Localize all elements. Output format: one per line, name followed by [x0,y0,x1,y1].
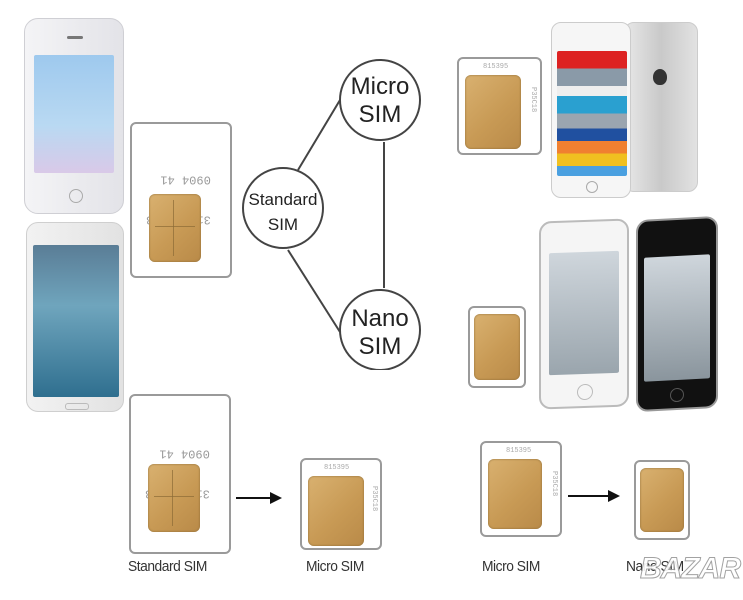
home-button [69,189,83,203]
phone-screen [33,245,119,397]
node-micro-label: Micro [351,73,410,100]
home-button [670,387,684,403]
phone-screen [34,55,114,173]
iphone-5-back [624,22,698,192]
caption-standard-sim: Standard SIM [128,558,207,575]
apple-logo-icon [653,69,667,85]
sim-chip [474,314,520,380]
sim-serial-line: 0904 41 [159,446,210,461]
phone-speaker [67,36,83,39]
standard-sim-card-convert: 3115Г47 3 0904 41 [129,394,231,554]
sim-code-text: 815395 [506,447,532,455]
node-nano-label: Nano [351,305,408,332]
edge-standard-micro [297,99,341,171]
micro-sim-card: 815395 P35C18 [300,458,382,550]
node-micro-label: SIM [359,101,402,128]
node-standard-label: SIM [268,215,298,234]
phone-screen [549,250,619,376]
node-nano-label: SIM [359,333,402,360]
sim-relationship-diagram: Micro SIM Standard SIM Nano SIM [242,59,421,370]
watermark-logo: BAZAR [640,552,742,586]
iphone-5-front [551,22,631,198]
caption-micro-sim: Micro SIM [482,558,540,575]
sim-chip [308,476,364,546]
sim-chip [640,468,684,532]
arrow-right-icon [568,489,622,502]
sim-side-text: P35C18 [529,87,537,113]
iphone-white-phone [24,18,124,214]
sim-side-text: P35C18 [550,471,558,497]
micro-sim-card-convert: 815395 P35C18 [480,441,562,537]
standard-sim-card: 3115Г47 3 0904 41 [130,122,232,278]
edge-standard-nano [287,249,341,333]
node-standard-sim [242,167,324,249]
node-standard-label: Standard [249,190,318,209]
phone-screen [644,254,710,382]
nano-sim-card [468,306,526,388]
sim-side-text: P35C18 [370,486,378,512]
home-button [577,383,593,401]
node-micro-sim [339,59,421,141]
node-nano-sim [339,289,421,370]
samsung-phone [26,222,124,412]
iphone-4-white [539,218,629,410]
nano-sim-card-convert [634,460,690,540]
iphone-4-black [636,215,718,413]
home-button [586,181,598,193]
caption-nano-sim: Nano SIM [626,558,684,575]
sim-code-text: 815395 [324,464,350,472]
sim-chip [465,75,521,149]
sim-code-text: 815395 [483,63,509,71]
sim-serial-line: 0904 41 [160,172,211,187]
caption-micro-sim: Micro SIM [306,558,364,575]
sim-chip [149,194,201,262]
phone-screen [557,51,627,176]
home-button [65,403,89,410]
arrow-right-icon [236,491,282,504]
micro-sim-card-top: 815395 P35C18 [457,57,542,155]
sim-chip [148,464,200,532]
sim-chip [488,459,542,529]
